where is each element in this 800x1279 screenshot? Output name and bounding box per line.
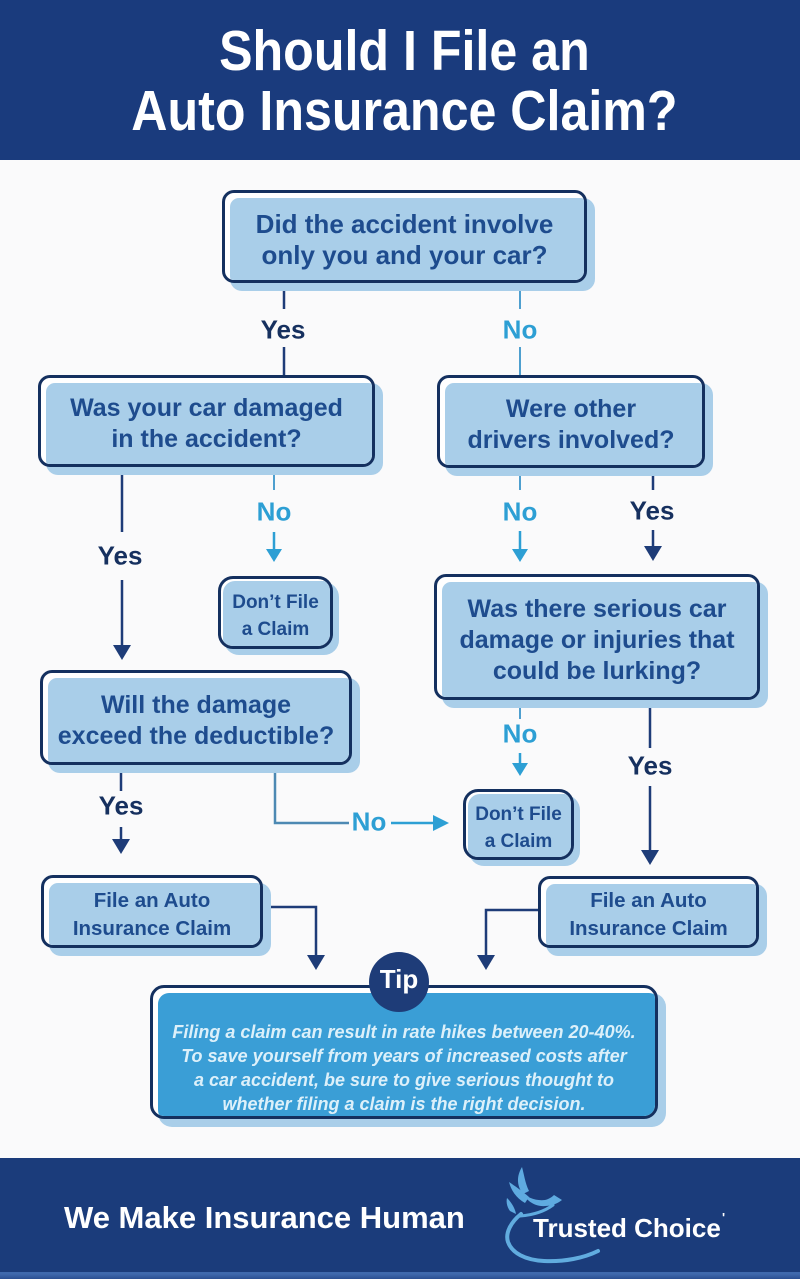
svg-text:': ' [722,1210,725,1225]
svg-text:Trusted Choice: Trusted Choice [533,1213,721,1243]
